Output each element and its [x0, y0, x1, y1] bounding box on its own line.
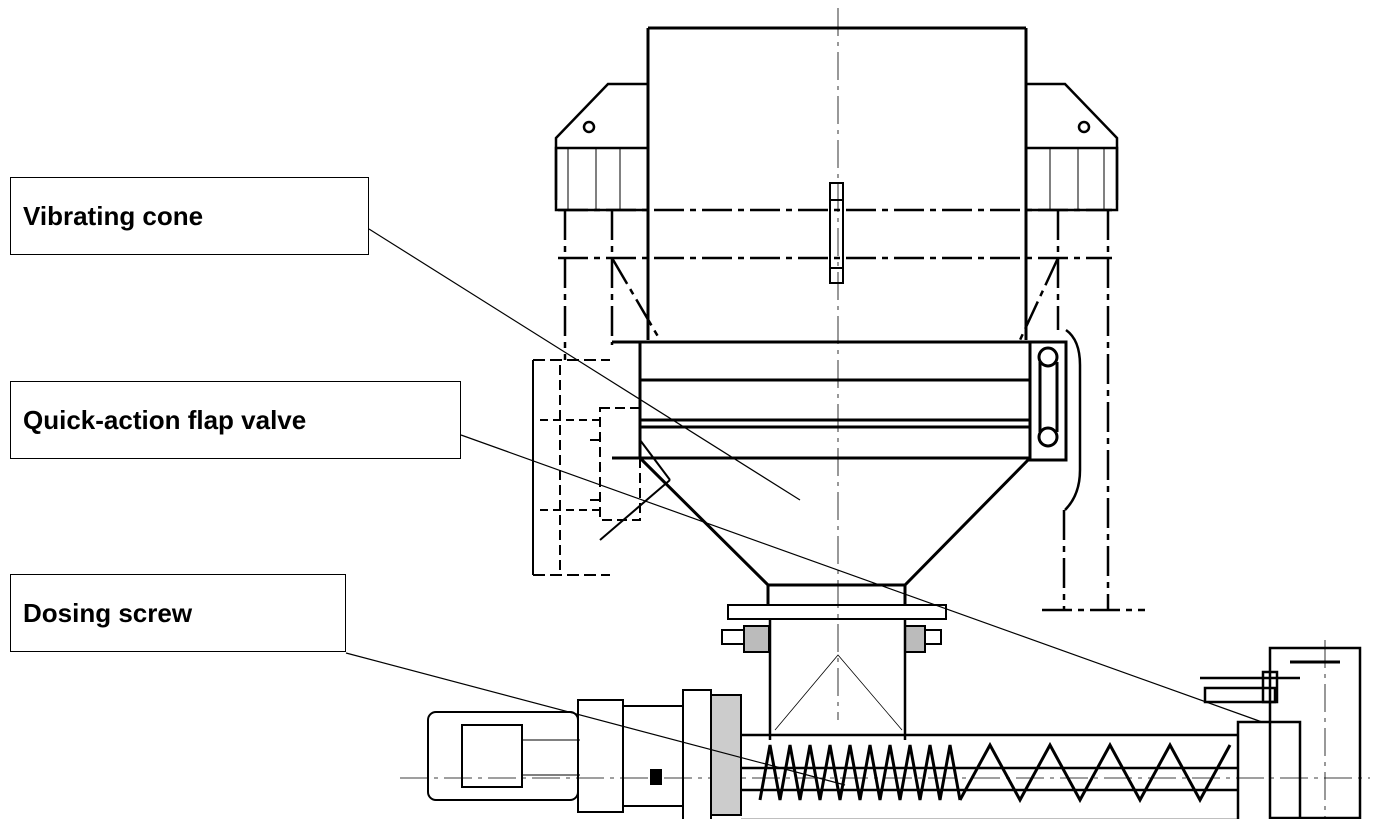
flap-valve-housing	[612, 340, 1068, 462]
right-bracket	[1024, 82, 1119, 212]
label-quick-action-flap-valve-text: Quick-action flap valve	[23, 404, 307, 435]
right-side-profile	[1064, 328, 1082, 511]
support-frame	[558, 208, 1145, 612]
label-dosing-screw: Dosing screw	[10, 574, 346, 652]
screw-flights-wide	[958, 741, 1232, 804]
leader-flap-valve	[460, 434, 1263, 723]
screw-shaft	[741, 766, 1238, 792]
center-lines	[400, 8, 1370, 819]
label-dosing-screw-text: Dosing screw	[23, 597, 193, 628]
valve-actuator	[532, 359, 671, 576]
leader-dosing-screw	[345, 652, 846, 786]
vibrating-cone-shape	[638, 456, 1032, 605]
leader-lines	[345, 228, 1263, 786]
label-quick-action-flap-valve: Quick-action flap valve	[10, 381, 461, 459]
left-bracket	[554, 82, 650, 212]
outlet-flange	[721, 604, 947, 740]
screw-flights-tight	[758, 744, 962, 801]
center-rod	[829, 182, 844, 284]
label-vibrating-cone-text: Vibrating cone	[23, 200, 204, 231]
screw-motor	[427, 689, 742, 819]
screw-trough	[741, 646, 1362, 819]
label-vibrating-cone: Vibrating cone	[10, 177, 369, 255]
leader-vibrating-cone	[368, 228, 801, 501]
